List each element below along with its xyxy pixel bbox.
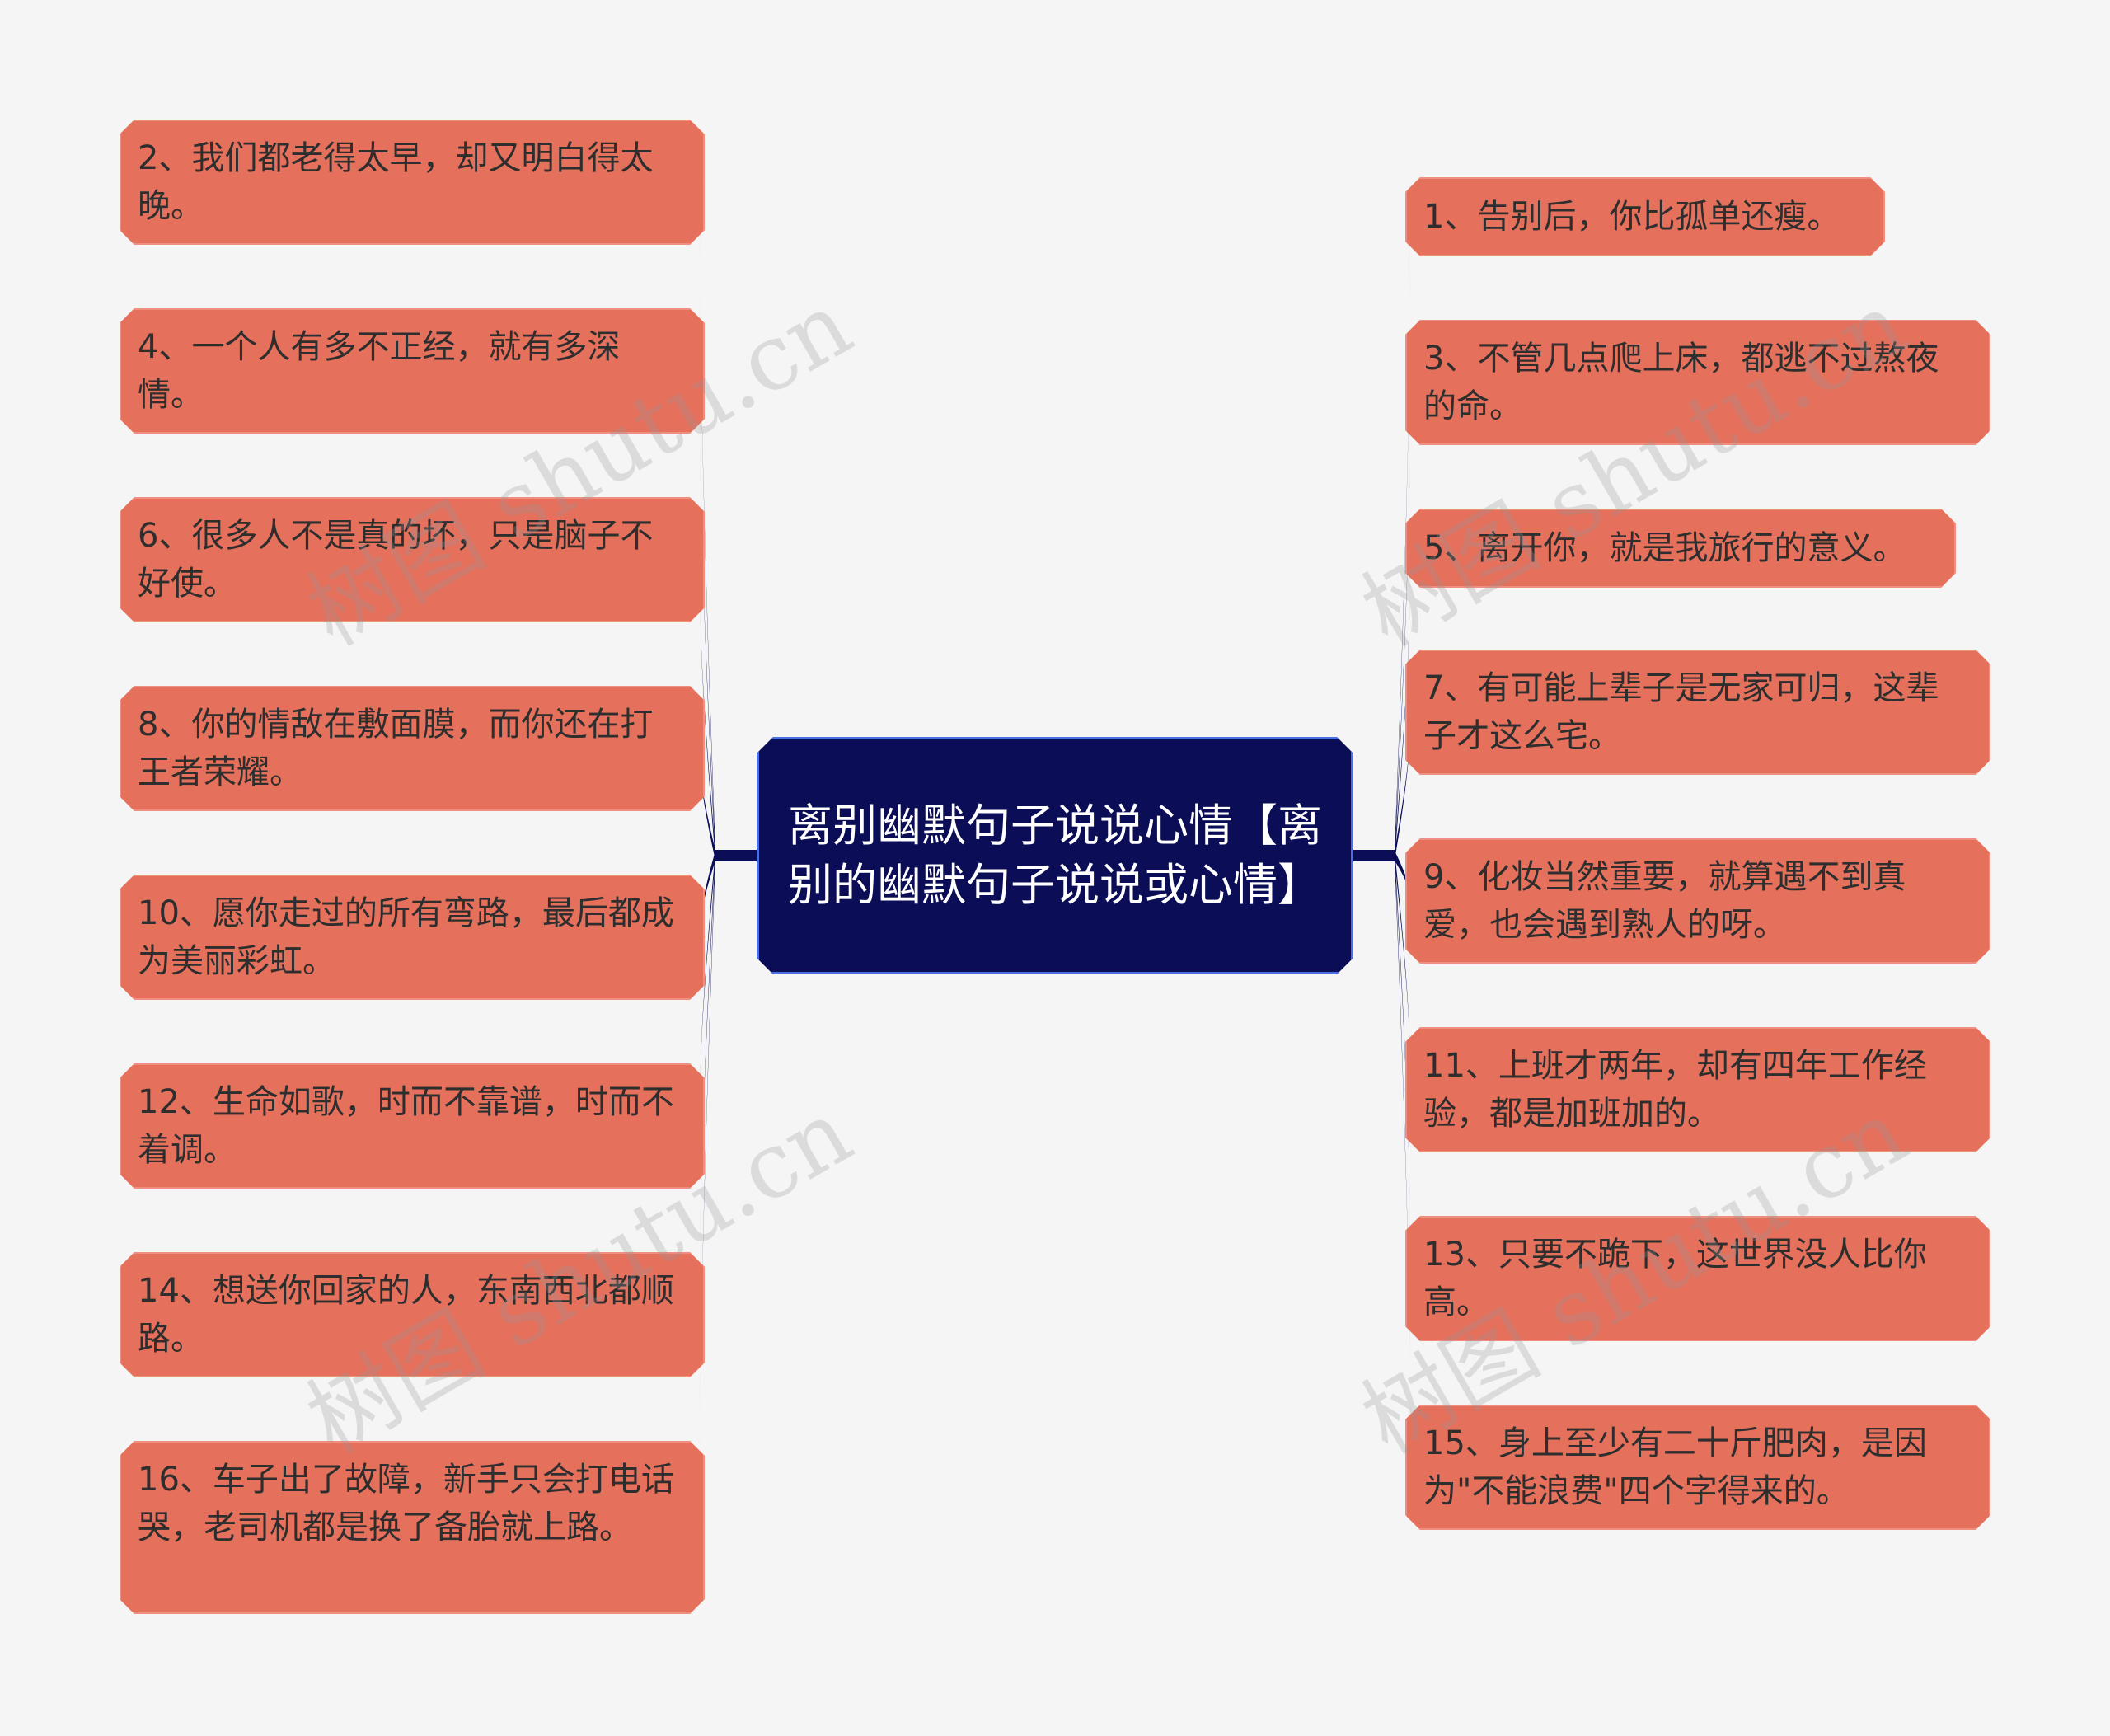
branch-node-9[interactable]: 9、化妆当然重要，就算遇不到真爱，也会遇到熟人的呀。	[1405, 838, 1990, 964]
branch-node-label: 5、离开你，就是我旅行的意义。	[1423, 529, 1906, 567]
branch-node-4[interactable]: 4、一个人有多不正经，就有多深情。	[120, 308, 705, 434]
connector-stub	[1353, 850, 1395, 861]
branch-node-label: 12、生命如歌，时而不靠谱，时而不着调。	[138, 1083, 674, 1169]
branch-node-13[interactable]: 13、只要不跪下，这世界没人比你高。	[1405, 1216, 1990, 1341]
branch-node-label: 1、告别后，你比孤单还瘦。	[1423, 198, 1840, 236]
connector-line	[700, 851, 715, 937]
connector-stub	[715, 850, 757, 861]
branch-node-8[interactable]: 8、你的情敌在敷面膜，而你还在打王者荣耀。	[120, 686, 705, 811]
branch-node-label: 16、车子出了故障，新手只会打电话哭，老司机都是换了备胎就上路。	[138, 1461, 674, 1546]
branch-node-5[interactable]: 5、离开你，就是我旅行的意义。	[1405, 509, 1956, 588]
branch-node-2[interactable]: 2、我们都老得太早，却又明白得太晚。	[120, 120, 705, 245]
branch-node-label: 8、你的情敌在敷面膜，而你还在打王者荣耀。	[138, 706, 654, 791]
branch-node-label: 7、有可能上辈子是无家可归，这辈子才这么宅。	[1423, 669, 1939, 755]
branch-node-label: 3、不管几点爬上床，都逃不过熬夜的命。	[1423, 340, 1939, 425]
branch-node-15[interactable]: 15、身上至少有二十斤肥肉，是因为"不能浪费"四个字得来的。	[1405, 1405, 1990, 1530]
branch-node-1[interactable]: 1、告别后，你比孤单还瘦。	[1405, 177, 1885, 256]
connector-line	[700, 748, 715, 861]
connector-line	[1395, 851, 1410, 1090]
connector-line	[1395, 851, 1410, 901]
branch-node-16[interactable]: 16、车子出了故障，新手只会打电话哭，老司机都是换了备胎就上路。	[120, 1441, 705, 1614]
branch-node-label: 15、身上至少有二十斤肥肉，是因为"不能浪费"四个字得来的。	[1423, 1424, 1927, 1510]
branch-node-11[interactable]: 11、上班才两年，却有四年工作经验，都是加班加的。	[1405, 1027, 1990, 1152]
branch-node-label: 6、很多人不是真的坏，只是脑子不好使。	[138, 517, 654, 603]
branch-node-label: 13、只要不跪下，这世界没人比你高。	[1423, 1236, 1927, 1321]
branch-node-label: 2、我们都老得太早，却又明白得太晚。	[138, 139, 654, 225]
branch-node-3[interactable]: 3、不管几点爬上床，都逃不过熬夜的命。	[1405, 320, 1990, 445]
branch-node-label: 10、愿你走过的所有弯路，最后都成为美丽彩虹。	[138, 894, 674, 980]
branch-node-7[interactable]: 7、有可能上辈子是无家可归，这辈子才这么宅。	[1405, 650, 1990, 775]
central-topic-label: 离别幽默句子说说心情【离别的幽默句子说说或心情】	[788, 800, 1322, 911]
branch-node-label: 4、一个人有多不正经，就有多深情。	[138, 328, 621, 414]
connector-line	[1395, 382, 1410, 861]
connector-line	[1395, 712, 1410, 861]
branch-node-label: 11、上班才两年，却有四年工作经验，都是加班加的。	[1423, 1047, 1927, 1133]
branch-node-6[interactable]: 6、很多人不是真的坏，只是脑子不好使。	[120, 497, 705, 622]
central-topic[interactable]: 离别幽默句子说说心情【离别的幽默句子说说或心情】	[757, 737, 1353, 974]
branch-node-10[interactable]: 10、愿你走过的所有弯路，最后都成为美丽彩虹。	[120, 875, 705, 1000]
branch-node-14[interactable]: 14、想送你回家的人，东南西北都顺路。	[120, 1252, 705, 1377]
branch-node-label: 14、想送你回家的人，东南西北都顺路。	[138, 1272, 674, 1358]
branch-node-12[interactable]: 12、生命如歌，时而不靠谱，时而不着调。	[120, 1063, 705, 1189]
branch-node-label: 9、化妆当然重要，就算遇不到真爱，也会遇到熟人的呀。	[1423, 858, 1906, 944]
